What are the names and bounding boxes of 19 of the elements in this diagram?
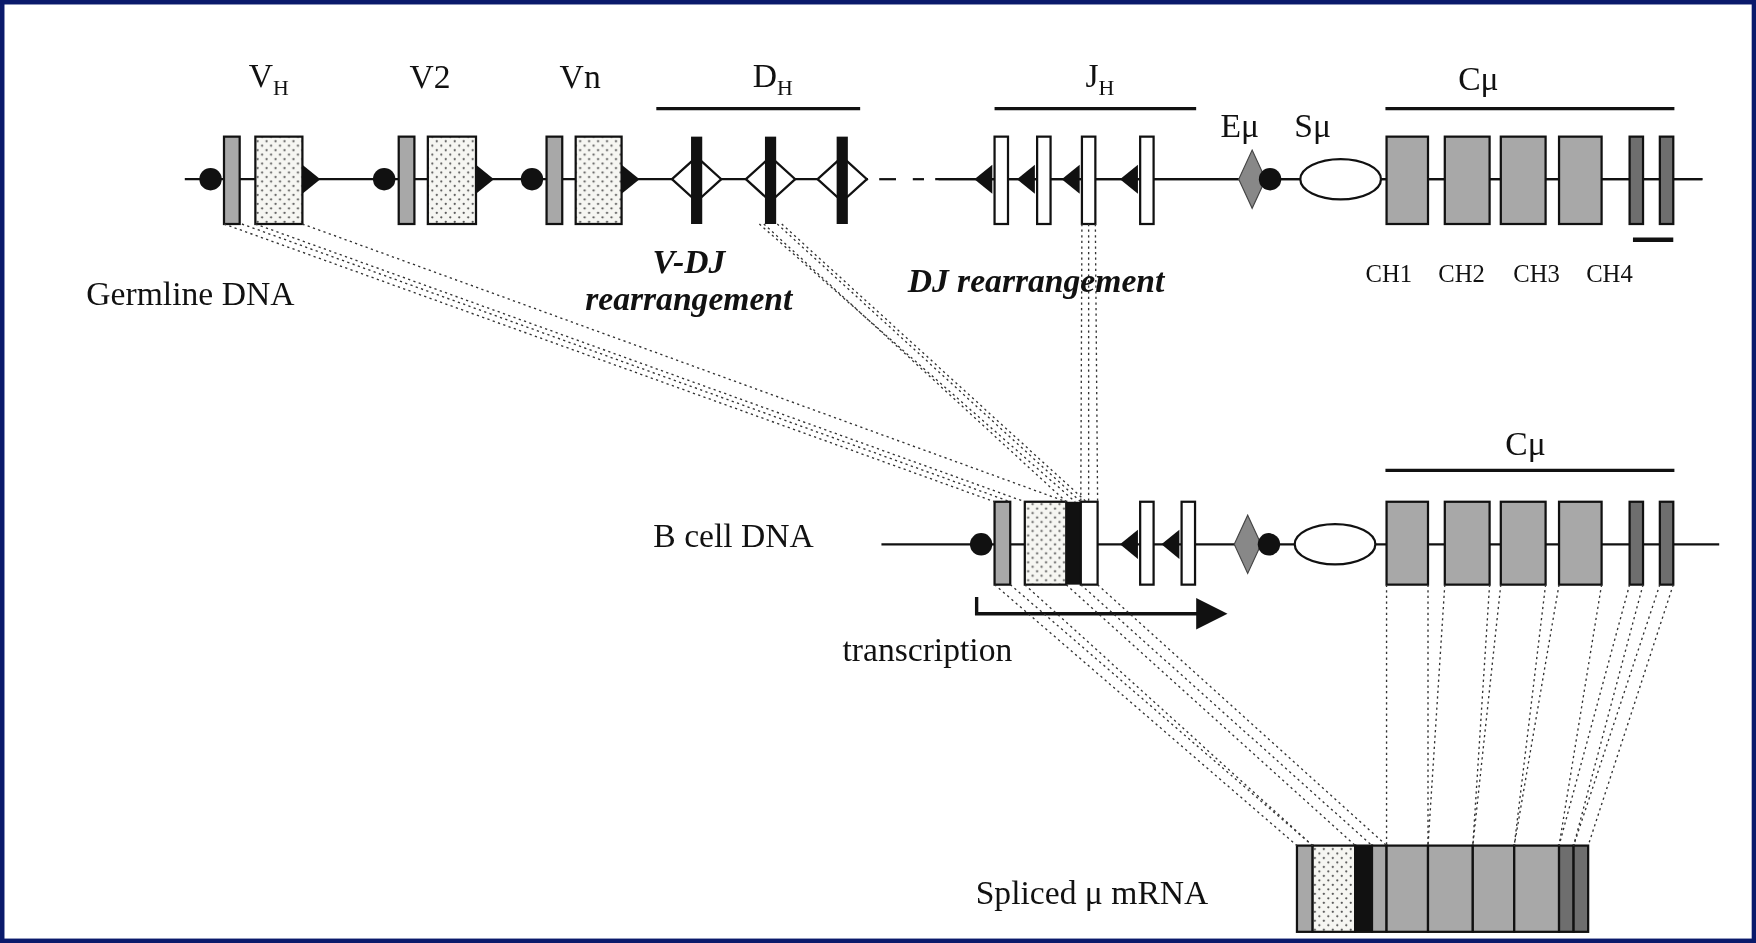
gene-segment-label: D$_{H}$ (752, 56, 793, 100)
gene-segment-label: V$_{H}$ (248, 56, 289, 100)
row-label: Germline DNA (86, 274, 295, 312)
domain-label: CH2 (1438, 260, 1485, 288)
gene-segment-label: Cμ (1458, 59, 1499, 97)
gene-segment-label: Sμ (1294, 106, 1331, 144)
domain-label: CH1 (1365, 260, 1413, 288)
row-label: B cell DNA (653, 516, 814, 554)
gene-segment-label: Cμ (1505, 425, 1546, 462)
domain-label: CH4 (1586, 260, 1633, 288)
gene-segment-label: Vn (559, 57, 601, 95)
rearrangement-label: V-DJ rearrangement (584, 243, 794, 317)
rearrangement-label: DJ rearrangement (906, 261, 1166, 299)
row-label: Spliced μ mRNA (975, 874, 1209, 912)
gene-segment-label: Eμ (1220, 106, 1260, 144)
domain-label: CH3 (1513, 260, 1560, 288)
gene-segment-label: V2 (409, 57, 451, 95)
transcription-label: transcription (842, 631, 1013, 669)
gene-segment-label: J$_{H}$ (1085, 56, 1115, 100)
